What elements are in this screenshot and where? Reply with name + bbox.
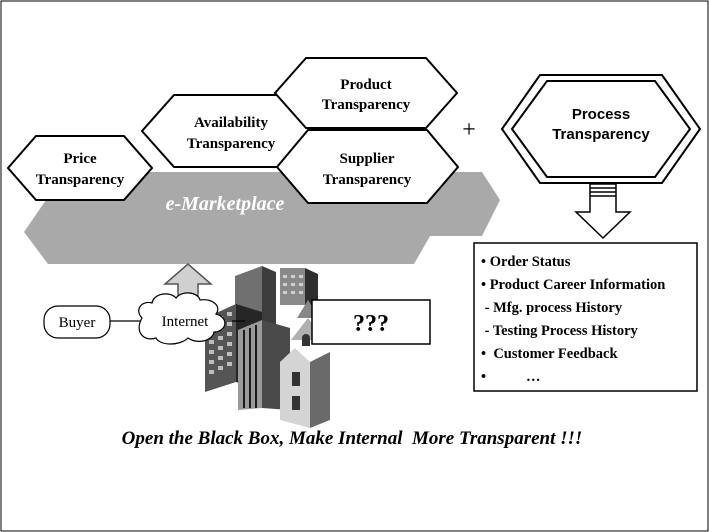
hexagon-availability-transparency: Availability Transparency	[140, 94, 322, 168]
plus-sign: +	[462, 117, 476, 143]
process-details-box: • Order Status • Product Career Informat…	[473, 242, 698, 392]
hexagon-label: Transparency	[36, 172, 125, 188]
marketplace-label: e-Marketplace	[166, 193, 285, 215]
list-item: - Testing Process History	[481, 323, 639, 339]
internet-cloud-icon: Internet	[138, 292, 226, 345]
slide-caption: Open the Black Box, Make Internal More T…	[122, 428, 583, 449]
hexagon-label: Availability	[194, 115, 268, 131]
hexagon-product-transparency: Product Transparency	[273, 57, 459, 129]
buyer-box: Buyer	[43, 305, 111, 339]
hexagon-label: Price	[63, 151, 97, 167]
list-item: • Product Career Information	[481, 277, 665, 293]
hexagon-label: Supplier	[339, 151, 394, 167]
down-arrow-icon	[574, 183, 632, 240]
hexagon-supplier-transparency: Supplier Transparency	[275, 129, 460, 204]
hexagon-price-transparency: Price Transparency	[6, 135, 154, 201]
list-item: • Order Status	[481, 254, 571, 270]
hexagon-label: Transparency	[187, 136, 276, 152]
hexagon-label: Transparency	[323, 172, 412, 188]
unknown-process-box: ???	[311, 299, 431, 345]
process-transparency-label: Transparency	[552, 126, 650, 143]
hexagon-label: Product	[340, 77, 391, 93]
list-item: • Customer Feedback	[481, 346, 618, 362]
hexagon-label: Transparency	[322, 97, 411, 113]
internet-label: Internet	[162, 314, 209, 330]
list-item: - Mfg. process History	[481, 300, 623, 316]
unknown-box-label: ???	[353, 311, 389, 337]
process-transparency-hexagon: Process Transparency	[500, 74, 702, 184]
process-transparency-label: Process	[572, 106, 630, 123]
list-item: • …	[481, 369, 540, 385]
buyer-label: Buyer	[59, 315, 96, 331]
